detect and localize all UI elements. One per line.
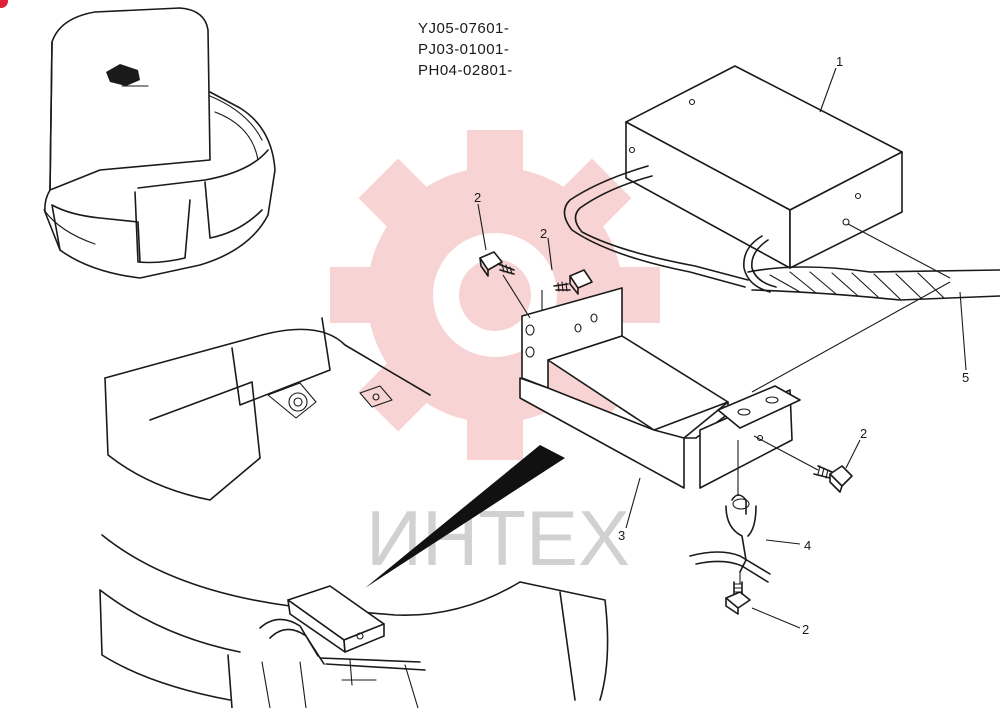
- callout-2-d: 2: [802, 622, 809, 637]
- corner-marker: [0, 0, 8, 8]
- clamp-part-4: [689, 494, 771, 583]
- bolt-part-2-d: [725, 581, 751, 615]
- callout-3: 3: [618, 528, 625, 543]
- bolt-part-2-a: [479, 251, 515, 277]
- serial-number-3: PH04-02801-: [418, 62, 513, 79]
- controller-in-situ: [259, 585, 426, 686]
- wire-harness: [563, 165, 1000, 301]
- serial-number-2: PJ03-01001-: [418, 41, 510, 58]
- machine-overview: [43, 7, 276, 279]
- callout-1: 1: [836, 54, 843, 69]
- controller-box-part-1: [625, 65, 903, 269]
- leader-lines: [477, 67, 967, 629]
- bolt-part-2-c: [813, 465, 853, 493]
- callout-2-b: 2: [540, 226, 547, 241]
- machine-body: [99, 317, 609, 708]
- watermark-text: ИНТЕХ: [366, 494, 630, 582]
- callout-2-c: 2: [860, 426, 867, 441]
- serial-number-1: YJ05-07601-: [418, 20, 510, 37]
- callout-4: 4: [804, 538, 811, 553]
- bolt-part-2-b: [553, 269, 593, 295]
- callout-2-a: 2: [474, 190, 481, 205]
- bracket-part-3: [519, 287, 801, 489]
- callout-5: 5: [962, 370, 969, 385]
- pointer-wedge: [365, 445, 565, 588]
